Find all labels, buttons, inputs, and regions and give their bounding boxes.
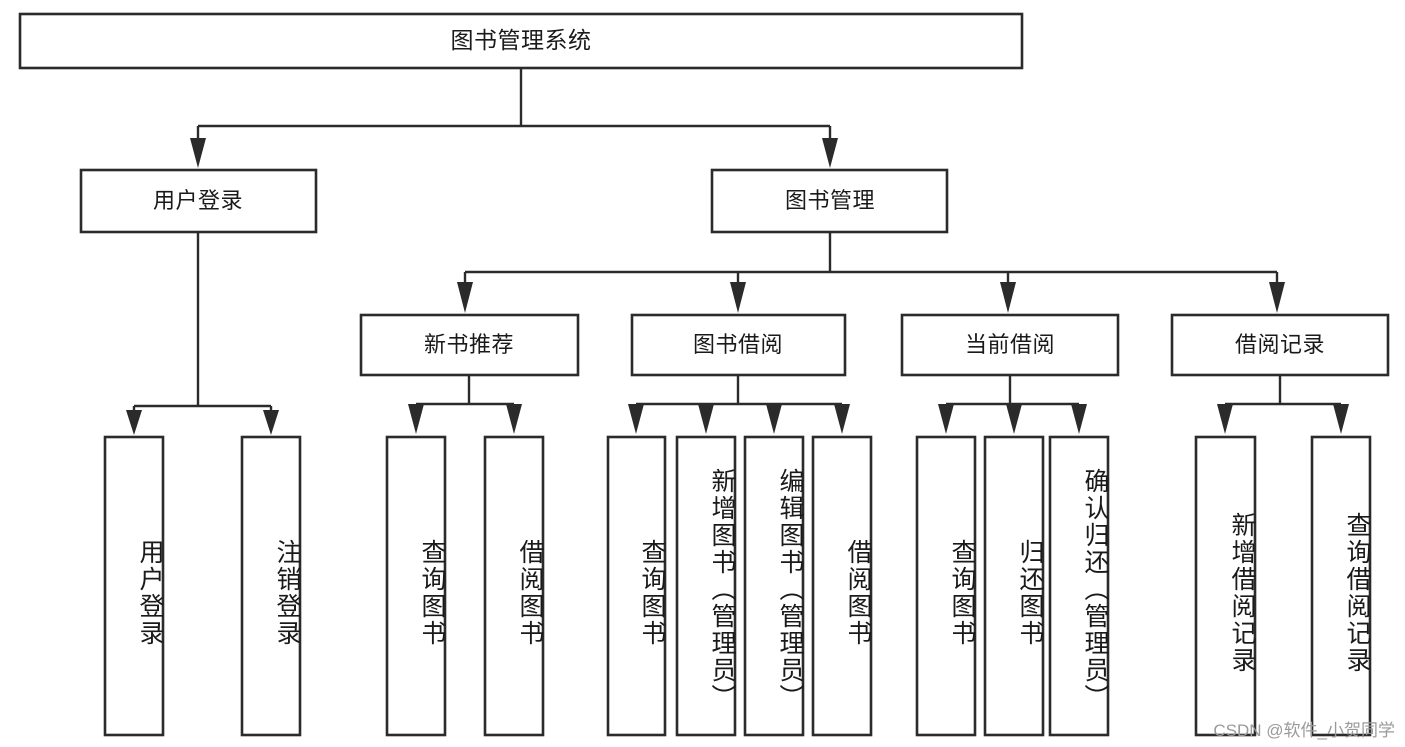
node-root-label: 图书管理系统: [451, 27, 592, 53]
node-book-borrow-label: 图书借阅: [693, 332, 783, 357]
node-user-login-label: 用户登录: [153, 188, 243, 213]
leaf-box-cb-return-book[interactable]: [983, 435, 1045, 737]
arrow-to-nb-leaf-2: [506, 404, 522, 434]
arrow-to-leaf-logout: [263, 410, 279, 435]
leaf-box-br-add-record[interactable]: [1194, 435, 1257, 737]
leaf-box-nb-query-book[interactable]: [385, 435, 447, 737]
leaf-box-bb-edit-book[interactable]: [743, 435, 805, 737]
arrow-to-nb-leaf-1: [408, 404, 424, 434]
leaf-box-cb-confirm-return[interactable]: [1048, 435, 1110, 737]
arrow-to-bb-leaf-1: [628, 404, 644, 434]
leaf-box-bb-query-book[interactable]: [606, 435, 667, 737]
connector-group-newbook-to-leaves: [408, 375, 522, 434]
arrow-to-bb-leaf-3: [766, 404, 782, 434]
leaf-box-br-query-record[interactable]: [1310, 435, 1372, 737]
connector-group-root-to-level2: [190, 68, 838, 168]
arrow-to-br-leaf-2: [1333, 404, 1349, 434]
leaf-box-cb-query-book[interactable]: [915, 435, 977, 737]
leaf-box-bb-add-book[interactable]: [675, 435, 737, 737]
node-user-login-box[interactable]: [79, 168, 318, 234]
node-new-book-recommend-label: 新书推荐: [424, 332, 514, 357]
leaf-box-user-login[interactable]: [103, 435, 165, 737]
arrow-to-leaf-user-login: [126, 410, 142, 435]
arrow-to-new-book: [457, 282, 473, 313]
node-book-borrow-box[interactable]: [630, 313, 847, 377]
leaf-box-nb-borrow-book[interactable]: [483, 435, 545, 737]
arrow-to-current-borrow: [1000, 282, 1016, 313]
node-borrow-record-label: 借阅记录: [1235, 332, 1325, 357]
connector-group-borrowrecord-to-leaves: [1217, 375, 1349, 434]
leaf-box-logout[interactable]: [240, 435, 302, 737]
connector-group-userlogin-to-leaves: [126, 232, 279, 435]
watermark-text: CSDN @软件_小贺同学: [1213, 721, 1395, 740]
connector-group-bookmanage-to-level3: [457, 232, 1285, 313]
arrow-to-borrow-record: [1269, 282, 1285, 313]
node-book-manage-label: 图书管理: [785, 188, 875, 213]
connector-group-currentborrow-to-leaves: [938, 375, 1087, 434]
arrow-to-book-manage: [822, 138, 838, 168]
arrow-to-br-leaf-1: [1217, 404, 1233, 434]
arrow-to-user-login: [190, 138, 206, 168]
node-current-borrow-label: 当前借阅: [965, 332, 1055, 357]
leaf-box-bb-borrow-book[interactable]: [811, 435, 873, 737]
connector-group-bookborrow-to-leaves: [628, 375, 850, 434]
node-book-manage-box[interactable]: [710, 168, 949, 234]
arrow-to-bb-leaf-2: [698, 404, 714, 434]
arrow-to-cb-leaf-1: [938, 404, 954, 434]
arrow-to-cb-leaf-2: [1006, 404, 1022, 434]
node-current-borrow-box[interactable]: [900, 313, 1120, 377]
arrow-to-bb-leaf-4: [834, 404, 850, 434]
arrow-to-book-borrow: [730, 282, 746, 313]
arrow-to-cb-leaf-3: [1071, 404, 1087, 434]
node-root-box[interactable]: [18, 12, 1024, 70]
node-borrow-record-box[interactable]: [1170, 313, 1390, 377]
node-new-book-recommend-box[interactable]: [359, 313, 580, 377]
